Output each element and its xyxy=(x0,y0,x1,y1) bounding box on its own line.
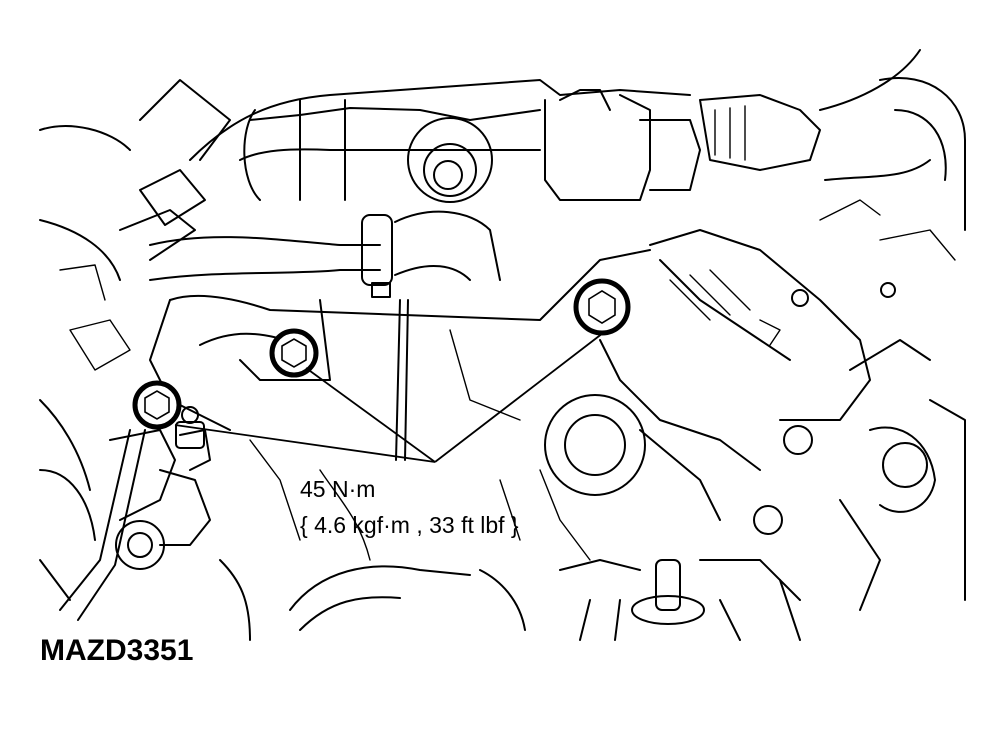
bolt-left xyxy=(132,380,182,430)
bolt-center xyxy=(269,328,319,378)
bolt-right xyxy=(573,278,631,336)
torque-value-metric: 45 N·m xyxy=(300,476,375,502)
engine-line-art xyxy=(39,49,966,641)
torque-leader-lines xyxy=(174,332,604,463)
figure-id: MAZD3351 xyxy=(40,634,193,667)
torque-value-imperial: { 4.6 kgf·m , 33 ft lbf } xyxy=(300,512,519,538)
